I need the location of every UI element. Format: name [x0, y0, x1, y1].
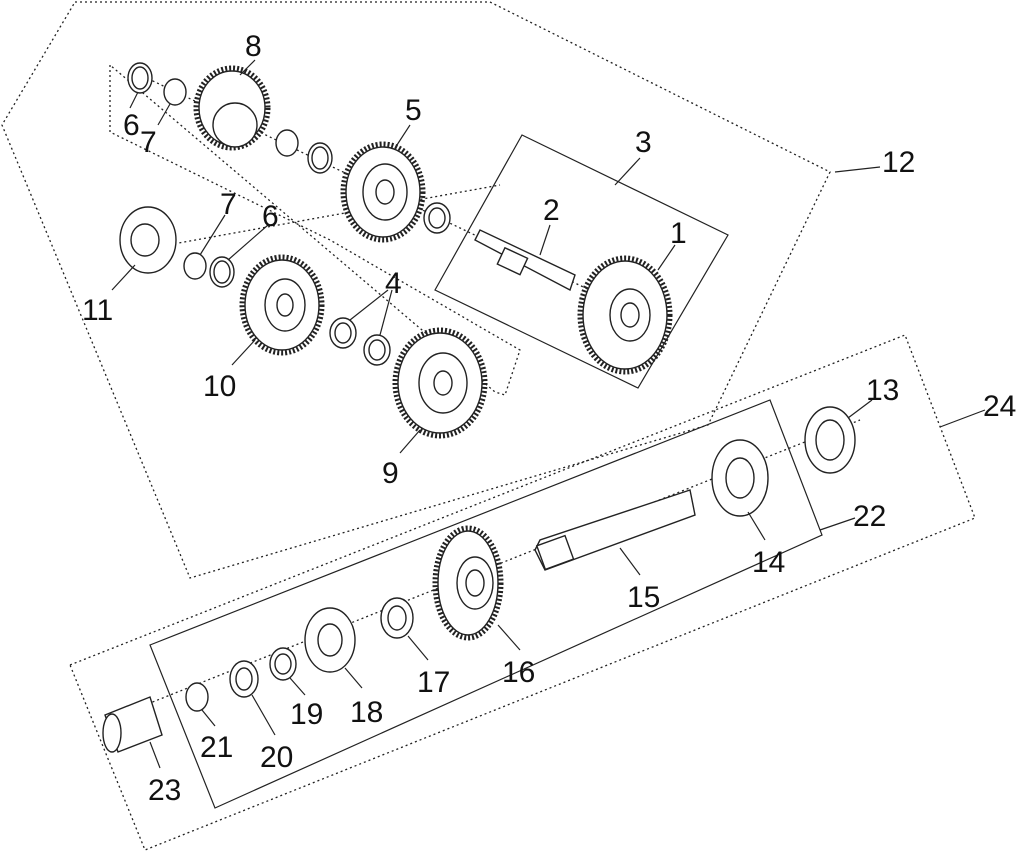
- part-23-sleeve: [102, 696, 163, 753]
- group-3-box: [434, 134, 729, 389]
- callout-3: 3: [635, 126, 652, 159]
- part-13-seal: [804, 406, 856, 474]
- callout-18: 18: [350, 696, 383, 729]
- part-4-bearing-a: [423, 202, 451, 234]
- callout-2: 2: [543, 194, 560, 227]
- callout-22: 22: [853, 500, 886, 533]
- part-16-bevel-gear: [432, 525, 504, 641]
- part-8-gear: [193, 65, 271, 151]
- middle-axis: [139, 184, 501, 251]
- subgroup-outline: [109, 63, 521, 396]
- callout-16: 16: [502, 656, 535, 689]
- callout-4: 4: [385, 267, 402, 300]
- part-7-washer-c: [183, 252, 207, 280]
- group-22-box: [149, 399, 823, 809]
- part-6-circlip-c: [209, 256, 235, 288]
- callout-8: 8: [245, 30, 262, 63]
- callout-11: 11: [82, 294, 113, 327]
- callout-6b: 6: [262, 200, 279, 233]
- part-15-shaft: [534, 489, 696, 571]
- part-7-washer: [163, 78, 187, 106]
- part-21-circlip: [185, 682, 209, 712]
- callout-6: 6: [123, 109, 140, 142]
- part-14-bearing: [711, 439, 769, 517]
- part-20-seal: [229, 660, 259, 698]
- part-4-bearing-b: [329, 317, 357, 349]
- part-6-circlip: [127, 62, 153, 94]
- callout-15: 15: [627, 581, 660, 614]
- part-10-gear: [239, 254, 325, 356]
- part-2-shaft: [474, 229, 576, 292]
- part-6-circlip-b: [307, 142, 333, 174]
- part-17-collar: [380, 597, 414, 639]
- callout-14: 14: [752, 546, 785, 579]
- part-5-gear: [340, 141, 426, 243]
- part-19-washer: [269, 647, 297, 681]
- callout-9: 9: [382, 457, 399, 490]
- callout-7b: 7: [220, 188, 237, 221]
- callout-20: 20: [260, 741, 293, 774]
- callout-10: 10: [203, 370, 236, 403]
- callout-1: 1: [670, 217, 687, 250]
- part-7-washer-b: [275, 129, 299, 157]
- part-9-gear: [392, 327, 488, 439]
- callout-12: 12: [882, 146, 915, 179]
- callout-21: 21: [200, 731, 233, 764]
- callout-7: 7: [140, 126, 157, 159]
- part-18-bearing: [304, 607, 356, 673]
- callout-23: 23: [148, 774, 181, 807]
- part-1-gear: [577, 255, 673, 375]
- callout-17: 17: [417, 666, 450, 699]
- callout-19: 19: [290, 698, 323, 731]
- leader-lines: [111, 59, 986, 769]
- part-4-bearing-c: [363, 334, 391, 366]
- callout-5: 5: [405, 94, 422, 127]
- callout-24: 24: [983, 390, 1016, 423]
- callout-13: 13: [866, 374, 899, 407]
- part-11-hub: [119, 206, 177, 274]
